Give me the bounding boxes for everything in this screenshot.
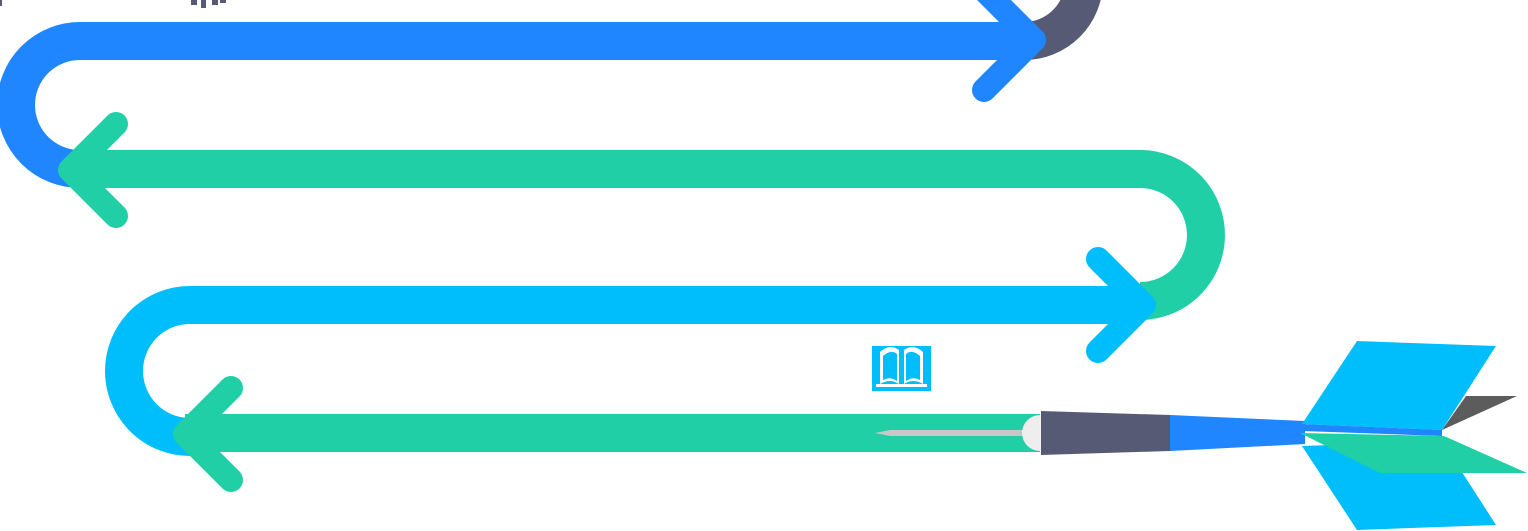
book-icon — [872, 346, 931, 391]
gear-icon — [191, 0, 226, 8]
dart-flight-grey — [1442, 396, 1517, 430]
dart-shaft — [1170, 415, 1305, 451]
dart-flight-green — [1300, 433, 1527, 473]
dart-barrel — [1041, 411, 1170, 455]
path-2-arrow — [58, 112, 128, 228]
path-4-arrow — [173, 376, 243, 492]
path-1-curve — [0, 22, 81, 188]
dart-needle — [875, 430, 1030, 436]
dart-flight-top — [1302, 341, 1496, 430]
path-3-curve — [105, 286, 191, 456]
path-1-arrow — [972, 0, 1046, 102]
path-2-curve — [1139, 150, 1225, 320]
path-3-arrow — [1086, 247, 1156, 363]
left-edge-mark — [0, 0, 2, 6]
dart-flight-edge — [1302, 424, 1442, 436]
dart-icon — [875, 341, 1527, 530]
